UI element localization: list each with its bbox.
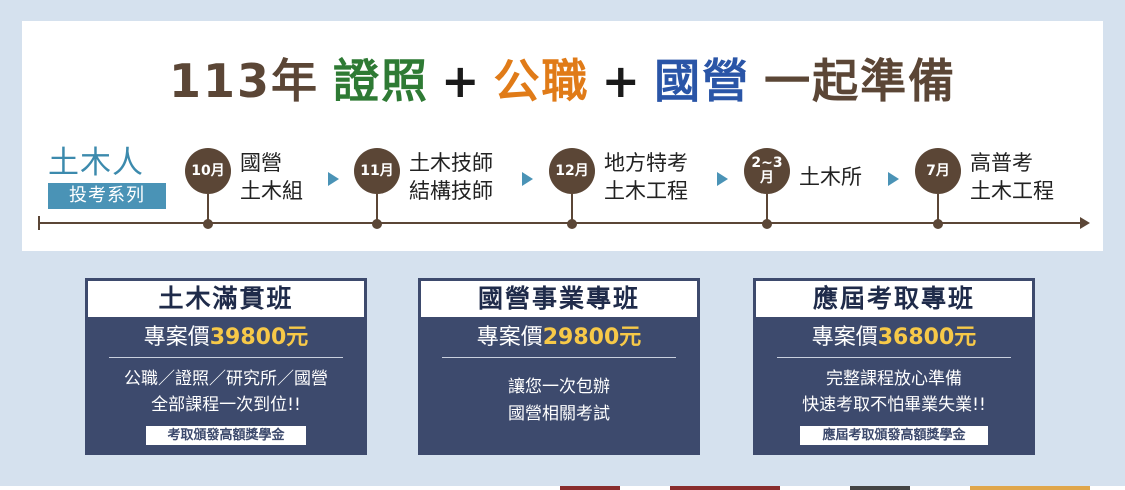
card-desc-line-2: 國營相關考試 <box>508 404 610 424</box>
strip-deco <box>560 486 620 490</box>
timeline-dot <box>567 219 577 229</box>
card-title: 應屆考取專班 <box>756 281 1032 317</box>
headline-plus-2: + <box>601 54 643 108</box>
card-title: 國營事業專班 <box>421 281 697 317</box>
card-divider <box>109 357 343 358</box>
strip-deco <box>850 486 910 490</box>
scholarship-badge: 考取頒發高額獎學金 <box>146 426 306 445</box>
card-price: 專案價39800元 <box>143 325 309 350</box>
strip-deco <box>970 486 1090 490</box>
timeline-dot <box>372 219 382 229</box>
timeline-label: 地方特考土木工程 <box>604 151 688 203</box>
timeline-axis <box>38 222 1088 224</box>
headline-civil-service: 公職 <box>493 54 590 108</box>
card-desc-line-1: 公職／證照／研究所／國營 <box>124 369 328 389</box>
card-divider <box>777 357 1011 358</box>
timeline-dot <box>762 219 772 229</box>
price-amount: 29800元 <box>542 325 642 350</box>
month-badge: 12月 <box>549 148 595 194</box>
headline-prepare-together: 一起準備 <box>764 54 957 108</box>
play-arrow-icon <box>717 172 728 186</box>
timeline-panel: 113年證照+公職+國營一起準備 土木人 投考系列 10月 國營土木組 11月 … <box>22 21 1103 251</box>
timeline-label: 國營土木組 <box>240 151 303 203</box>
course-card-all-in-one[interactable]: 土木滿貫班 專案價39800元 公職／證照／研究所／國營 全部課程一次到位!! … <box>85 278 367 455</box>
timeline-arrow-icon <box>1080 217 1090 229</box>
headline-certificate: 證照 <box>332 54 429 108</box>
timeline-label: 高普考土木工程 <box>970 151 1054 203</box>
timeline-dot <box>933 219 943 229</box>
play-arrow-icon <box>328 172 339 186</box>
timeline-dot <box>203 219 213 229</box>
card-desc-line-1: 完整課程放心準備 <box>826 369 962 389</box>
series-tag: 投考系列 <box>48 183 166 209</box>
headline-year: 113年 <box>168 54 319 108</box>
card-divider <box>442 357 676 358</box>
card-desc-line-2: 全部課程一次到位!! <box>151 395 301 415</box>
headline-plus-1: + <box>440 54 482 108</box>
headline-state-enterprise: 國營 <box>654 54 751 108</box>
play-arrow-icon <box>522 172 533 186</box>
series-title: 土木人 <box>48 145 144 181</box>
month-badge: 11月 <box>354 148 400 194</box>
price-amount: 39800元 <box>209 325 309 350</box>
headline: 113年證照+公職+國營一起準備 <box>22 51 1103 111</box>
card-price: 專案價29800元 <box>476 325 642 350</box>
strip-deco <box>670 486 780 490</box>
timeline-label: 土木所 <box>799 165 862 189</box>
card-title: 土木滿貫班 <box>88 281 364 317</box>
month-badge: 10月 <box>185 148 231 194</box>
timeline-label: 土木技師結構技師 <box>409 151 493 203</box>
month-badge: 7月 <box>915 148 961 194</box>
card-price: 專案價36800元 <box>811 325 977 350</box>
play-arrow-icon <box>888 172 899 186</box>
card-desc-line-2: 快速考取不怕畢業失業!! <box>802 395 986 415</box>
course-card-state-enterprise[interactable]: 國營事業專班 專案價29800元 讓您一次包辦 國營相關考試 <box>418 278 700 455</box>
card-desc-line-1: 讓您一次包辦 <box>508 377 610 397</box>
course-card-fresh-graduate[interactable]: 應屆考取專班 專案價36800元 完整課程放心準備 快速考取不怕畢業失業!! 應… <box>753 278 1035 455</box>
scholarship-badge: 應屆考取頒發高額獎學金 <box>800 426 988 445</box>
price-amount: 36800元 <box>877 325 977 350</box>
